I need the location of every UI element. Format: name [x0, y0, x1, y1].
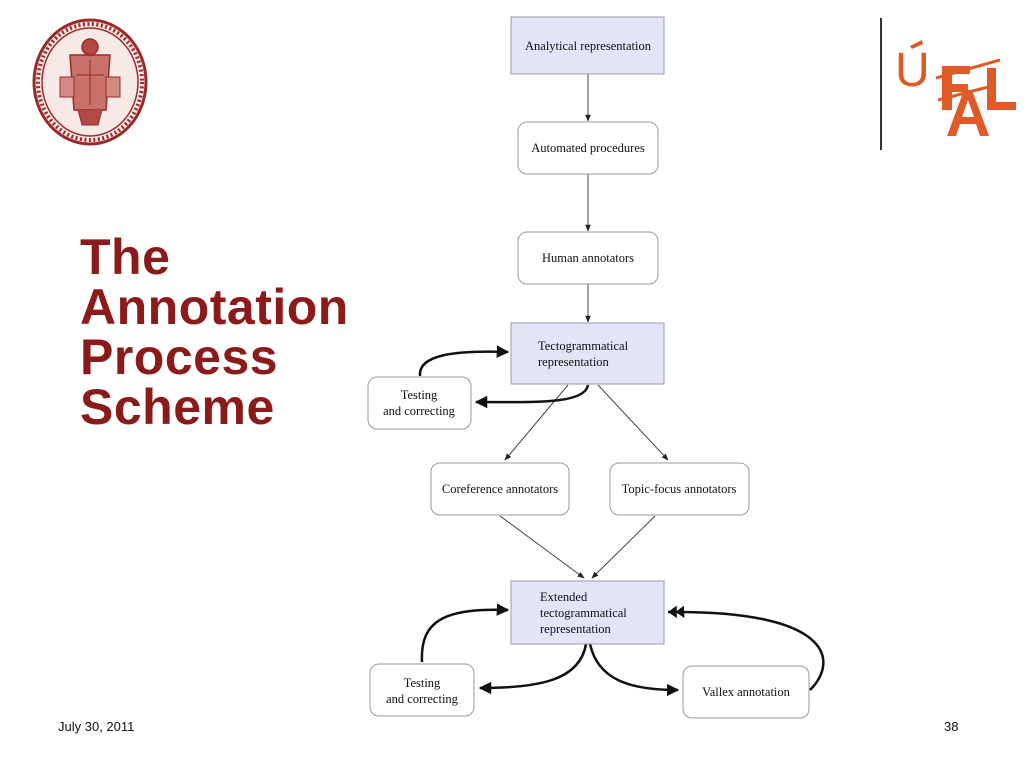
node-automated-procedures: Automated procedures [517, 121, 659, 175]
node-tectogrammatical-representation: Tectogrammatical representation [510, 322, 665, 385]
slide-title: The Annotation Process Scheme [80, 232, 380, 432]
node-label: Human annotators [542, 251, 634, 265]
logo-divider [880, 18, 882, 150]
node-testing-and-correcting-2: Testing and correcting [369, 663, 475, 717]
node-testing-and-correcting-1: Testing and correcting [367, 376, 472, 430]
node-human-annotators: Human annotators [517, 231, 659, 285]
title-line: Scheme [80, 379, 275, 435]
node-label: Vallex annotation [702, 685, 791, 699]
arrow-extended-to-testing2 [478, 643, 588, 695]
node-label: representation [538, 355, 610, 369]
node-vallex-annotation: Vallex annotation [682, 665, 810, 719]
arrow-testing2-to-extended [420, 603, 510, 663]
node-label: representation [540, 622, 612, 636]
node-label: and correcting [386, 692, 459, 706]
title-line: Annotation [80, 279, 349, 335]
title-line: Process [80, 329, 279, 385]
node-label: Analytical representation [525, 39, 652, 53]
node-label: tectogrammatical [540, 606, 627, 620]
ufal-logo: U [895, 40, 1016, 136]
arrow-tecto-to-coref [504, 384, 569, 461]
university-seal-icon [32, 18, 148, 146]
node-label: Coreference annotators [442, 482, 558, 496]
correction-loops [418, 345, 825, 697]
arrow-topic-to-extended [591, 515, 656, 579]
page-number: 38 [944, 719, 959, 734]
arrow-coref-to-extended [499, 515, 585, 579]
title-line: The [80, 229, 171, 285]
node-topic-focus-annotators: Topic-focus annotators [609, 462, 750, 516]
footer-date: July 30, 2011 [58, 719, 135, 734]
svg-text:U: U [895, 44, 930, 97]
node-analytical-representation: Analytical representation [510, 16, 665, 75]
node-label: Automated procedures [531, 141, 645, 155]
arrow-vallex-to-extended [667, 605, 825, 691]
node-coreference-annotators: Coreference annotators [430, 462, 570, 516]
node-extended-tectogrammatical-representation: Extended tectogrammatical representation [510, 580, 665, 645]
node-label: Extended [540, 590, 588, 604]
arrow-tecto-to-testing1 [474, 384, 590, 409]
node-label: and correcting [383, 404, 456, 418]
flow-arrows [499, 74, 669, 579]
arrow-tecto-to-topic [597, 384, 669, 461]
arrow-extended-to-vallex [588, 643, 680, 697]
node-label: Topic-focus annotators [622, 482, 737, 496]
node-label: Testing [404, 676, 441, 690]
node-label: Testing [401, 388, 438, 402]
node-label: Tectogrammatical [538, 339, 629, 353]
arrow-testing1-to-tecto [418, 345, 510, 377]
